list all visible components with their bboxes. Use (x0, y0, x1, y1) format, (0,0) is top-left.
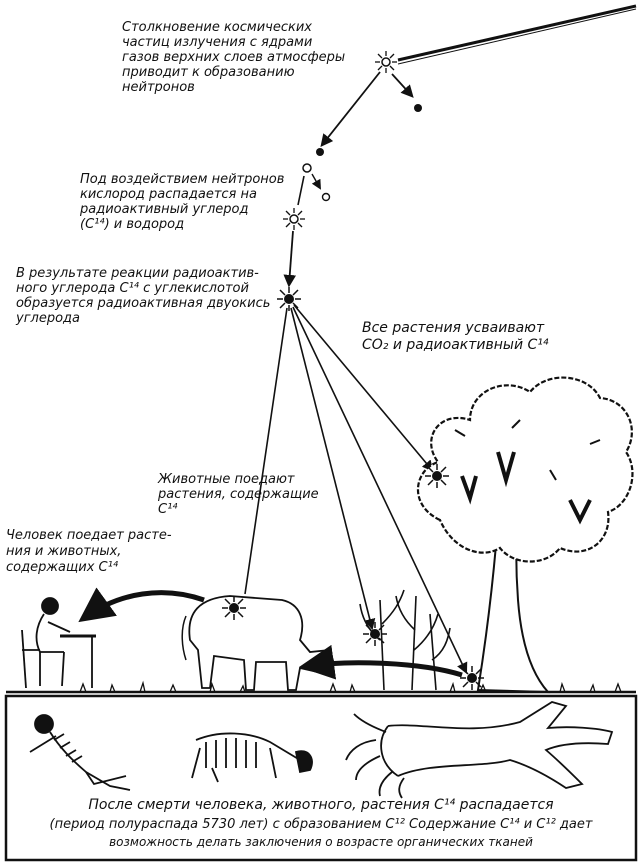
caption-line: ния и животных, (6, 544, 122, 559)
tree-illustration (416, 376, 634, 694)
caption-line: приводит к образованию (122, 65, 295, 80)
cow-skeleton-illustration (191, 732, 313, 783)
caption-line: В результате реакции радиоактив- (16, 266, 259, 281)
tree-c14-burst-icon (425, 464, 449, 488)
caption-line: Человек поедает расте- (6, 528, 172, 543)
caption-line: образуется радиоактивная двуокись (16, 296, 271, 311)
plant-c14-burst-icon (363, 622, 387, 646)
ground-c14-burst-icon (460, 666, 484, 690)
caption-line: ного углерода С¹⁴ с углекислотой (16, 281, 249, 296)
caption-line: содержащих С¹⁴ (6, 560, 119, 575)
c14-descent-path (283, 230, 297, 288)
caption-line: кислород распадается на (80, 187, 257, 202)
crop-plants-illustration (359, 589, 451, 691)
caption-decay-info: После смерти человека, животного, растен… (6, 796, 636, 851)
caption-line: С¹⁴ (158, 502, 178, 517)
co2-burst-icon (277, 287, 301, 311)
caption-line: углерода (16, 311, 80, 326)
cow-c14-burst-icon (222, 596, 246, 620)
hydrogen-particle (321, 192, 331, 202)
co2-to-plant-line (290, 307, 376, 631)
grass-ground (6, 680, 636, 694)
collision-burst-icon (375, 51, 397, 73)
cosmic-ray-streak (397, 4, 637, 65)
caption-line: Все растения усваивают (362, 320, 545, 336)
carbon-path (297, 175, 305, 206)
caption-line: Столкновение космических (122, 20, 312, 35)
caption-human-eats: Человек поедает расте- ния и животных, с… (6, 528, 172, 576)
plant-to-cow-arrow (299, 644, 463, 680)
caption-line: возможность делать заключения о возрасте… (109, 835, 533, 849)
caption-line: (С¹⁴) и водород (80, 217, 185, 232)
caption-line: После смерти человека, животного, растен… (88, 797, 554, 813)
fallen-log-illustration (345, 701, 614, 799)
caption-line: радиоактивный углерод (80, 202, 249, 217)
death-panel-frame (4, 694, 638, 862)
atom-nucleus (302, 163, 312, 173)
co2-to-ground-line (292, 306, 468, 675)
caption-line: частиц излучения с ядрами (122, 35, 313, 50)
c14-burst-icon (283, 208, 305, 230)
neutron-particle-2 (414, 104, 422, 112)
person-at-desk-illustration (21, 597, 96, 689)
caption-line: Под воздействием нейтронов (80, 172, 285, 187)
cow-to-human-arrow (78, 587, 205, 623)
hydrogen-path (311, 173, 321, 190)
caption-cosmic-collision: Столкновение космических частиц излучени… (122, 20, 345, 95)
caption-co2-reaction: В результате реакции радиоактив- ного уг… (16, 266, 270, 326)
co2-to-cow-line (244, 307, 288, 595)
neutron-particle (316, 148, 324, 156)
caption-line: нейтронов (122, 80, 195, 95)
caption-line: Животные поедают (158, 472, 295, 487)
caption-line: CO₂ и радиоактивный С¹⁴ (362, 337, 549, 353)
cow-illustration (181, 595, 336, 691)
co2-to-tree-line (293, 304, 434, 472)
caption-neutron-effect: Под воздействием нейтронов кислород расп… (80, 172, 284, 232)
caption-line: (период полураспада 5730 лет) с образова… (49, 817, 593, 832)
neutron-path (320, 71, 381, 147)
neutron-path-2 (391, 73, 414, 98)
human-skeleton-illustration (29, 714, 131, 791)
caption-line: газов верхних слоев атмосферы (122, 50, 346, 65)
caption-animals-eat: Животные поедают растения, содержащие С¹… (158, 472, 319, 517)
caption-plants-absorb: Все растения усваивают CO₂ и радиоактивн… (362, 320, 549, 354)
caption-line: растения, содержащие (158, 487, 319, 502)
